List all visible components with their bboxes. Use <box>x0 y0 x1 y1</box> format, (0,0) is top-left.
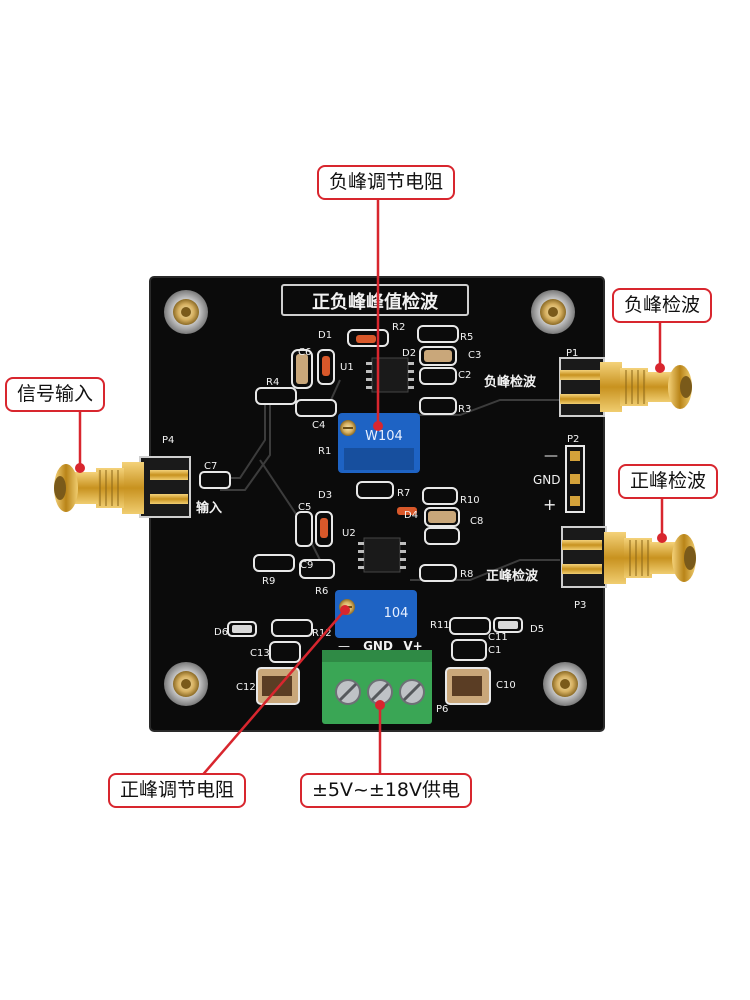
terminal-label-gnd: GND <box>363 639 393 653</box>
silk-u1: U1 <box>340 362 354 373</box>
silk-r1: R1 <box>318 446 331 457</box>
silk-c2: C2 <box>458 370 471 381</box>
silk-c8: C8 <box>470 516 483 527</box>
standoff-bottom-left <box>164 662 208 706</box>
silk-c5: C5 <box>298 502 311 513</box>
standoff-bottom-right <box>543 662 587 706</box>
callout-negative-peak-output: 负峰检波 <box>612 288 713 323</box>
board-title: 正负峰峰值检波 <box>312 291 439 313</box>
silk-p4: P4 <box>162 435 174 446</box>
silk-r11: R11 <box>430 620 450 631</box>
silk-r5: R5 <box>460 332 473 343</box>
silk-c3: C3 <box>468 350 481 361</box>
pot-code-top: W104 <box>365 429 403 444</box>
silk-r7: R7 <box>397 488 410 499</box>
standoff-top-left <box>164 290 208 334</box>
power-terminal-block[interactable] <box>322 650 432 724</box>
silk-gnd: GND <box>533 473 561 487</box>
silk-c6: C6 <box>298 347 311 358</box>
silk-c12: C12 <box>236 682 256 693</box>
header-p2 <box>565 445 585 513</box>
silk-d2: D2 <box>402 348 416 359</box>
silk-c11: C11 <box>488 632 508 643</box>
silk-r8: R8 <box>460 569 473 580</box>
silk-p6: P6 <box>436 704 448 715</box>
sma-connector-positive-peak[interactable] <box>561 526 696 588</box>
leader-lines <box>78 195 664 779</box>
silk-c10: C10 <box>496 680 516 691</box>
silk-d6: D6 <box>214 627 228 638</box>
silk-u2: U2 <box>342 528 356 539</box>
silk-c13: C13 <box>250 648 270 659</box>
silk-c9: C9 <box>300 560 313 571</box>
silk-input: 输入 <box>196 500 222 516</box>
silk-p3: P3 <box>574 600 586 611</box>
silk-neg-peak: 负峰检波 <box>484 374 537 390</box>
silk-r10: R10 <box>460 495 480 506</box>
silk-c1: C1 <box>488 645 501 656</box>
silk-p2: P2 <box>567 434 579 445</box>
terminal-label-vplus: V+ <box>403 639 422 653</box>
callout-signal-input: 信号输入 <box>5 377 106 412</box>
terminal-label-minus: — <box>338 639 350 653</box>
silk-c4: C4 <box>312 420 325 431</box>
silk-r3: R3 <box>458 404 471 415</box>
callout-positive-peak-output: 正峰检波 <box>618 464 719 499</box>
callout-positive-peak-resistor: 正峰调节电阻 <box>108 773 247 808</box>
silk-r9: R9 <box>262 576 275 587</box>
standoff-top-right <box>531 290 575 334</box>
callout-power-supply: ±5V~±18V供电 <box>300 773 473 808</box>
silk-r4: R4 <box>266 377 279 388</box>
sma-connector-negative-peak[interactable] <box>559 357 692 417</box>
silk-r12: R12 <box>312 628 332 639</box>
silk-minus: — <box>544 448 558 464</box>
silk-pos-peak: 正峰检波 <box>486 568 539 584</box>
silk-d4: D4 <box>404 510 418 521</box>
potentiometer-negative[interactable]: W104 <box>338 413 420 473</box>
pot-code-bottom: 104 <box>384 606 409 621</box>
silk-c7: C7 <box>204 461 217 472</box>
board-title-frame <box>281 284 469 316</box>
sma-connector-input[interactable] <box>54 456 191 518</box>
opamp-u2 <box>363 537 401 573</box>
silk-d5: D5 <box>530 624 544 635</box>
silk-p1: P1 <box>566 348 578 359</box>
silk-d1: D1 <box>318 330 332 341</box>
callout-negative-peak-resistor: 负峰调节电阻 <box>317 165 456 200</box>
silk-plus: + <box>543 495 556 514</box>
silk-d3: D3 <box>318 490 332 501</box>
silk-r6: R6 <box>315 586 328 597</box>
silk-r2: R2 <box>392 322 405 333</box>
